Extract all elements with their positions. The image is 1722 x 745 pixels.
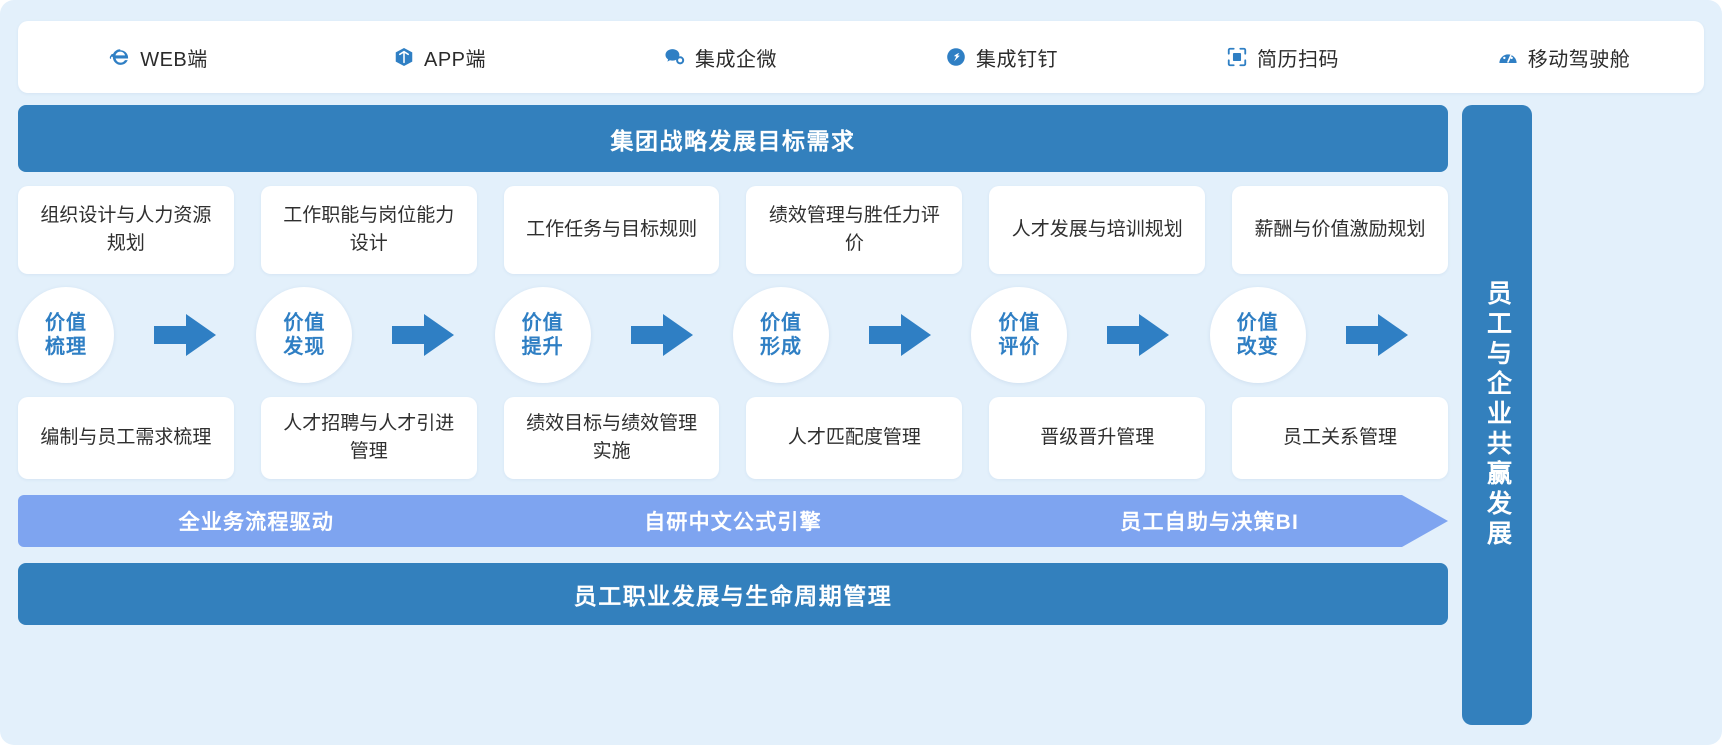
channel-label: WEB端 <box>140 48 208 71</box>
channel-item-web[interactable]: WEB端 <box>18 43 299 72</box>
top-card[interactable]: 薪酬与价值激励规划 <box>1232 186 1448 274</box>
wechat-work-icon <box>664 46 686 68</box>
engine-segment-label: 自研中文公式引擎 <box>644 511 822 534</box>
channel-item-dingtalk[interactable]: 集成钉钉 <box>861 43 1142 72</box>
top-card[interactable]: 人才发展与培训规划 <box>989 186 1206 274</box>
diagram-main-column: 集团战略发展目标需求 组织设计与人力资源规划 工作职能与岗位能力设计 工作任务与… <box>18 105 1448 725</box>
engine-segment-label: 员工自助与决策BI <box>1120 511 1300 534</box>
bottom-card[interactable]: 人才招聘与人才引进管理 <box>260 397 477 479</box>
right-arrow-icon <box>1345 312 1408 358</box>
bottom-card-row: 编制与员工需求梳理 人才招聘与人才引进管理 绩效目标与绩效管理实施 人才匹配度管… <box>18 397 1448 479</box>
value-node-line1: 价值 <box>283 311 326 334</box>
value-node-line1: 价值 <box>998 311 1041 334</box>
channel-item-mobile-cockpit[interactable]: 移动驾驶舱 <box>1423 43 1704 72</box>
right-arrow-icon <box>869 312 932 358</box>
engine-banner-labels: 全业务流程驱动 自研中文公式引擎 员工自助与决策BI <box>18 495 1448 547</box>
chain-arrow <box>114 312 256 358</box>
mobile-cockpit-icon <box>1497 46 1519 68</box>
right-arrow-icon <box>630 312 693 358</box>
value-node-line1: 价值 <box>759 311 802 334</box>
bottom-card[interactable]: 编制与员工需求梳理 <box>18 397 234 479</box>
internet-explorer-icon <box>109 46 131 68</box>
diagram-board: 集团战略发展目标需求 组织设计与人力资源规划 工作职能与岗位能力设计 工作任务与… <box>18 105 1704 725</box>
top-card[interactable]: 工作职能与岗位能力设计 <box>260 186 477 274</box>
chain-arrow <box>1306 312 1448 358</box>
app-cube-icon <box>393 46 415 68</box>
bottom-card[interactable]: 绩效目标与绩效管理实施 <box>503 397 720 479</box>
engine-banner: 全业务流程驱动 自研中文公式引擎 员工自助与决策BI <box>18 495 1448 547</box>
channel-label: 移动驾驶舱 <box>1527 48 1631 71</box>
value-node[interactable]: 价值 发现 <box>256 287 353 383</box>
value-node-line1: 价值 <box>521 311 564 334</box>
channel-label: APP端 <box>423 48 487 71</box>
value-node[interactable]: 价值 评价 <box>971 287 1068 383</box>
bottom-card[interactable]: 人才匹配度管理 <box>746 397 963 479</box>
lifecycle-footer-bar: 员工职业发展与生命周期管理 <box>18 563 1448 625</box>
value-node-line2: 发现 <box>283 336 326 358</box>
engine-banner-arrow-shape <box>18 495 1448 547</box>
dingtalk-icon <box>945 46 967 68</box>
right-arrow-icon <box>1107 312 1170 358</box>
chain-arrow <box>352 312 494 358</box>
top-card[interactable]: 组织设计与人力资源规划 <box>18 186 234 274</box>
resume-scan-icon <box>1226 46 1248 68</box>
value-node[interactable]: 价值 提升 <box>494 287 591 383</box>
value-node[interactable]: 价值 形成 <box>732 287 829 383</box>
outcome-sidebar-title: 员工与企业共赢发展 <box>1483 280 1512 550</box>
value-node[interactable]: 价值 改变 <box>1209 287 1306 383</box>
channel-label: 集成企微 <box>695 48 777 71</box>
chain-arrow <box>1067 312 1209 358</box>
value-chain-row: 价值 梳理 价值 发现 价值 <box>18 287 1448 383</box>
chain-arrow <box>829 312 971 358</box>
value-node-line2: 改变 <box>1236 336 1279 358</box>
channel-item-wechat-work[interactable]: 集成企微 <box>580 43 861 72</box>
value-node-line1: 价值 <box>1236 311 1279 334</box>
engine-segment-label: 全业务流程驱动 <box>178 511 335 534</box>
channel-label: 集成钉钉 <box>976 48 1058 71</box>
strategy-header-title: 集团战略发展目标需求 <box>610 127 856 154</box>
value-node-line2: 提升 <box>521 336 564 358</box>
bottom-card[interactable]: 晋级晋升管理 <box>989 397 1206 479</box>
outcome-sidebar: 员工与企业共赢发展 <box>1462 105 1532 725</box>
bottom-card[interactable]: 员工关系管理 <box>1232 397 1448 479</box>
lifecycle-footer-title: 员工职业发展与生命周期管理 <box>573 583 893 609</box>
value-node-line2: 梳理 <box>45 336 87 358</box>
channel-item-resume-scan[interactable]: 简历扫码 <box>1142 43 1423 72</box>
value-node-line2: 形成 <box>759 336 802 358</box>
channel-toolbar: WEB端 APP端 集成企微 <box>18 21 1704 93</box>
value-node-line2: 评价 <box>998 336 1041 358</box>
right-arrow-icon <box>154 312 217 358</box>
value-node[interactable]: 价值 梳理 <box>18 287 114 383</box>
top-card[interactable]: 工作任务与目标规则 <box>503 186 720 274</box>
channel-item-app[interactable]: APP端 <box>299 43 580 72</box>
strategy-header-bar: 集团战略发展目标需求 <box>18 105 1448 172</box>
chain-arrow <box>591 312 733 358</box>
value-node-line1: 价值 <box>45 311 87 334</box>
right-arrow-icon <box>392 312 455 358</box>
top-card-row: 组织设计与人力资源规划 工作职能与岗位能力设计 工作任务与目标规则 绩效管理与胜… <box>18 186 1448 274</box>
top-card[interactable]: 绩效管理与胜任力评价 <box>746 186 963 274</box>
channel-label: 简历扫码 <box>1257 48 1339 71</box>
